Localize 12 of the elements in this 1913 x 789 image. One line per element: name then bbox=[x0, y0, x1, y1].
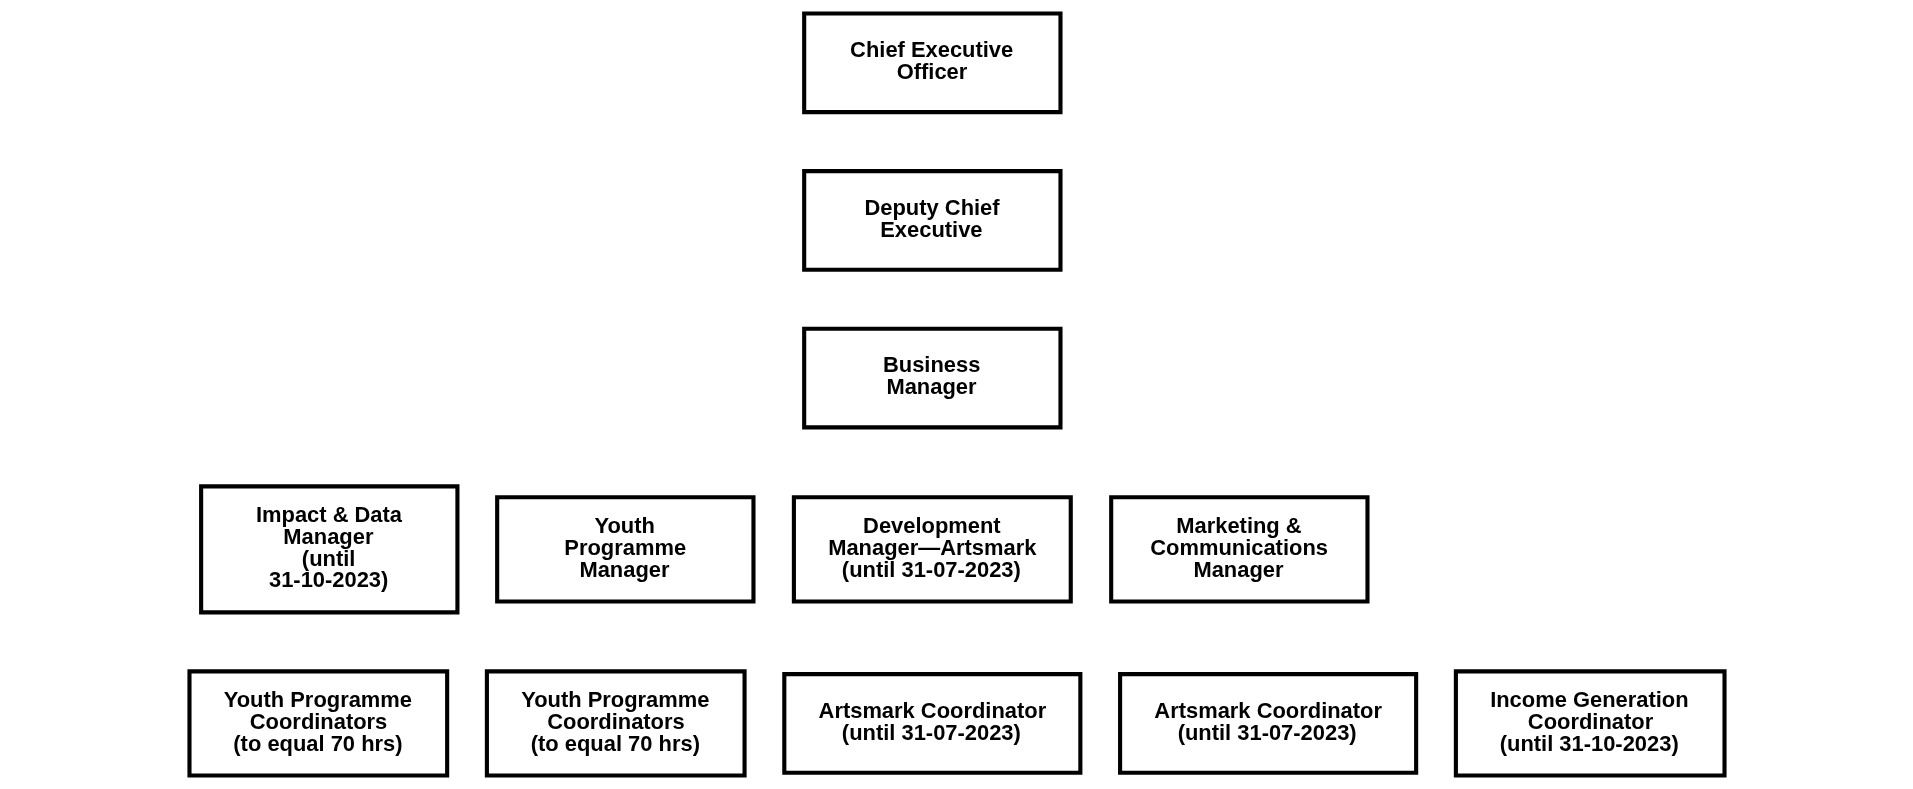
node-box: Deputy Chief Executive bbox=[801, 169, 1063, 272]
node-box: Business Manager bbox=[801, 326, 1063, 430]
node-box: Youth Programme Coordinators (to equal 70 hrs) bbox=[186, 669, 449, 778]
node-box: Development Manager—Artsmark (until 31-07-2023) bbox=[791, 495, 1073, 604]
node-box: Youth Programme Coordinators (to equal 70 hrs) bbox=[484, 669, 747, 778]
node-box: Youth Programme Manager bbox=[494, 495, 756, 604]
node-box: Impact & Data Manager (until 31-10-2023) bbox=[198, 484, 459, 615]
node-box: Income Generation Coordinator (until 31-10-2023) bbox=[1453, 669, 1727, 778]
node-box: Artsmark Coordinator (until 31-07-2023) bbox=[781, 672, 1082, 775]
node-box: Marketing & Communications Manager bbox=[1108, 495, 1370, 604]
node-box: Chief Executive Officer bbox=[801, 11, 1063, 115]
node-box: Artsmark Coordinator (until 31-07-2023) bbox=[1117, 672, 1418, 775]
